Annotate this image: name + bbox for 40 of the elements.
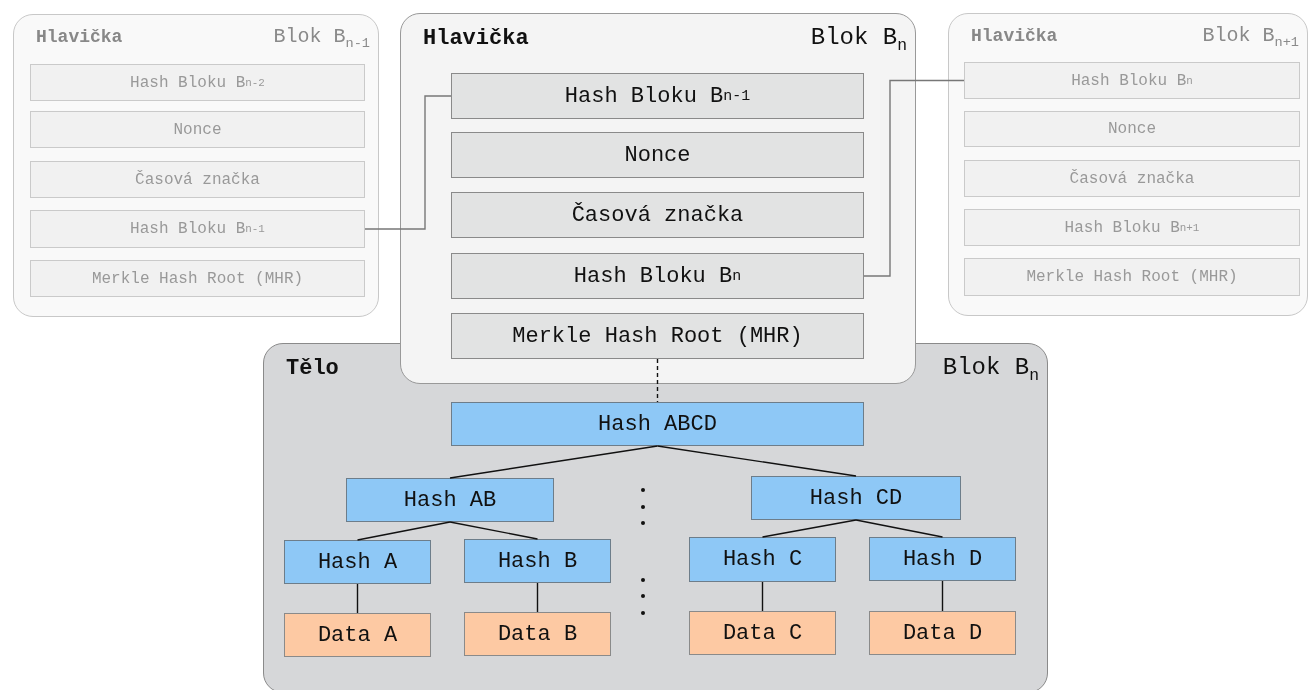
connector-line xyxy=(941,580,944,612)
header-panel xyxy=(13,14,379,317)
connector-line xyxy=(656,445,857,477)
connector-line xyxy=(761,581,764,612)
header-field: Nonce xyxy=(30,111,365,148)
hash-node: Hash AB xyxy=(346,478,554,522)
section-title: Tělo xyxy=(286,356,339,381)
header-field: Časová značka xyxy=(964,160,1300,197)
hash-node: Hash ABCD xyxy=(451,402,864,446)
hash-node: Hash B xyxy=(464,539,611,583)
connector-line xyxy=(449,445,659,479)
header-panel xyxy=(948,13,1308,316)
header-field: Merkle Hash Root (MHR) xyxy=(451,313,864,359)
hash-node: Hash C xyxy=(689,537,836,582)
data-node: Data B xyxy=(464,612,611,656)
connector-line xyxy=(536,582,539,613)
connector-line xyxy=(863,79,965,277)
header-title: Hlavička xyxy=(423,26,529,51)
data-node: Data D xyxy=(869,611,1016,655)
block-label: Blok B$_{n}$ xyxy=(810,24,907,51)
block-label: Blok B$_{n-1}$ xyxy=(273,25,370,48)
header-field: Nonce xyxy=(451,132,864,178)
hash-node: Hash A xyxy=(284,540,431,584)
header-panel xyxy=(400,13,916,384)
hash-node: Hash D xyxy=(869,537,1016,581)
header-field: Nonce xyxy=(964,111,1300,147)
block-label: Blok B$_{n}$ xyxy=(942,354,1039,381)
header-title: Hlavička xyxy=(971,26,1058,46)
data-node: Data C xyxy=(689,611,836,655)
block-label: Blok B$_{n+1}$ xyxy=(1202,24,1299,47)
header-field: Časová značka xyxy=(30,161,365,198)
data-node: Data A xyxy=(284,613,431,657)
header-field: Merkle Hash Root (MHR) xyxy=(30,260,365,297)
connector-line xyxy=(656,358,659,403)
header-title: Hlavička xyxy=(36,27,123,47)
header-field: Merkle Hash Root (MHR) xyxy=(964,258,1300,296)
connector-line xyxy=(356,583,359,614)
connector-line xyxy=(364,95,452,230)
hash-node: Hash CD xyxy=(751,476,961,520)
header-field: Časová značka xyxy=(451,192,864,238)
